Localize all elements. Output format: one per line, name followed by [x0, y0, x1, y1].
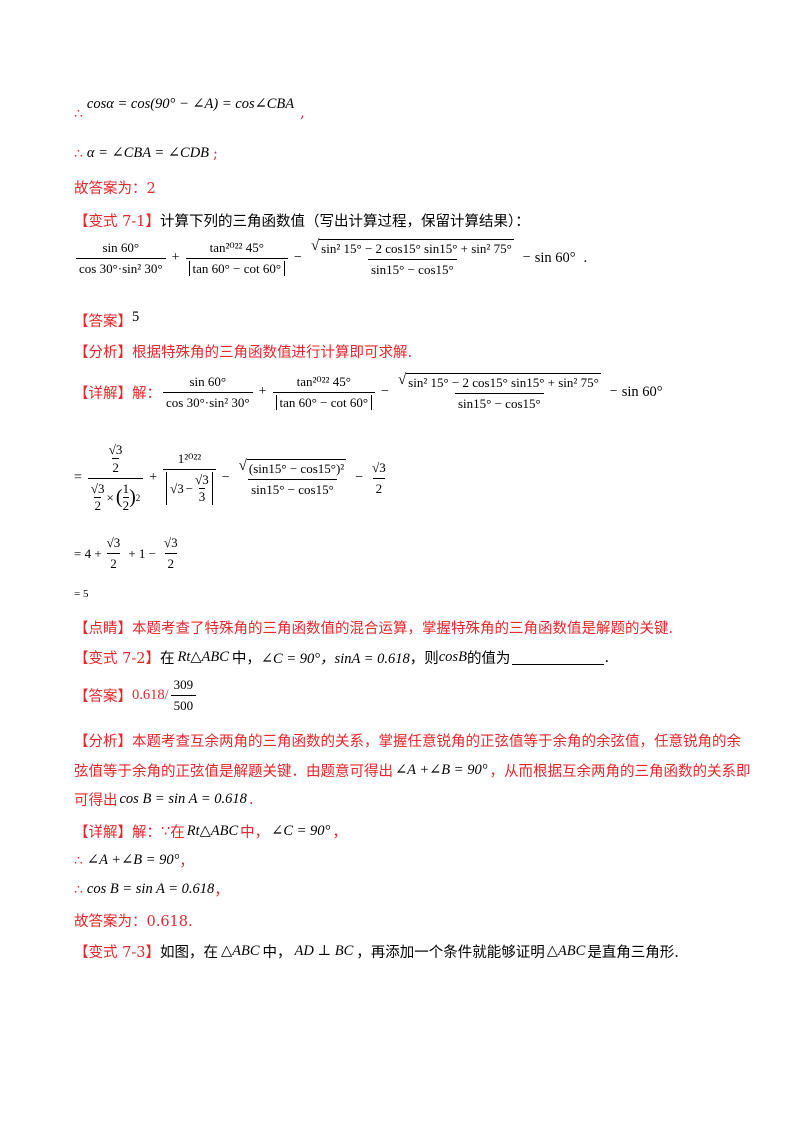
formula: cosα = cos(90° − ∠A) = cos∠CBA	[86, 96, 295, 112]
detail-7-2-line3: ∴ cos B = sin A = 0.618 ，	[74, 881, 229, 899]
answer-value: 0.618/	[132, 687, 169, 703]
answer-value: 5	[132, 309, 140, 325]
analysis-tag: 【分析】	[74, 345, 132, 361]
analysis-7-2-line1: 【分析】 本题考查互余两角的三角函数的关系，掌握任意锐角的正弦值等于余角的余弦值…	[74, 734, 741, 750]
proof-line-alpha: ∴ α = ∠CBA = ∠CDB ;	[74, 145, 218, 162]
answer-blank	[512, 650, 605, 665]
detail-text: 解：	[132, 385, 161, 402]
punct: ,	[300, 104, 305, 121]
proof-line-cos-alpha: ∴ cosα = cos(90° − ∠A) = cos∠CBA ,	[74, 96, 305, 122]
analysis-7-1: 【分析】 根据特殊角的三角函数值进行计算即可求解.	[74, 341, 412, 362]
answer-line-7-2: 故答案为：0.618.	[74, 914, 193, 930]
fraction: tan²⁰²² 45°tan 60° − cot 60°	[185, 240, 289, 277]
question-text: 计算下列的三角函数值（写出计算过程，保留计算结果）：	[159, 214, 530, 230]
expression-7-1: sin 60°cos 30°·sin² 30° + tan²⁰²² 45°tan…	[74, 238, 587, 278]
question-tag: 【变式 7-1】	[74, 214, 160, 230]
step-3: = 5	[74, 588, 89, 600]
detail-7-2-line2: ∴ ∠A +∠B = 90° ，	[74, 852, 194, 870]
punct: .	[583, 249, 588, 266]
answer-tag: 【答案】	[74, 689, 132, 705]
formula: α = ∠CBA = ∠CDB	[86, 145, 210, 161]
comment-7-1: 【点睛】 本题考查了特殊角的三角函数值的混合运算，掌握特殊角的三角函数值是解题的…	[74, 617, 673, 638]
answer-7-1: 【答案】 5	[74, 309, 140, 331]
comment-tag: 【点睛】	[74, 621, 132, 637]
question-tag: 【变式 7-3】	[74, 945, 160, 961]
analysis-text: 根据特殊角的三角函数值进行计算即可求解.	[132, 345, 413, 361]
question-7-2: 【变式 7-2】 在 Rt△ABC 中， ∠C = 90°，sinA = 0.6…	[74, 649, 610, 667]
fraction: √sin² 15° − 2 cos15° sin15° + sin² 75°si…	[310, 238, 514, 277]
answer-line: 故答案为：2	[74, 181, 156, 197]
detail-7-1: 【详解】 解： sin 60°cos 30°·sin² 30° + tan²⁰²…	[74, 372, 663, 412]
analysis-7-2-line3: 可得出 cos B = sin A = 0.618 .	[74, 791, 254, 809]
question-tag: 【变式 7-2】	[74, 651, 160, 667]
therefore-symbol: ∴	[74, 145, 83, 162]
tail: sin 60°	[534, 249, 576, 266]
therefore-symbol: ∴	[74, 105, 83, 122]
fraction: √(sin15° − cos15°)² sin15° − cos15°	[238, 458, 347, 497]
detail-tag: 【详解】	[74, 385, 132, 402]
answer-tag: 【答案】	[74, 314, 132, 330]
question-7-1: 【变式 7-1】 计算下列的三角函数值（写出计算过程，保留计算结果）：	[74, 210, 530, 231]
punct: ;	[213, 145, 218, 162]
analysis-7-2-line2: 弦值等于余角的正弦值是解题关键．由题意可得出 ∠A +∠B = 90° ，从而根…	[74, 762, 751, 780]
fraction: sin 60°cos 30°·sin² 30°	[76, 240, 166, 277]
question-7-3: 【变式 7-3】 如图，在 △ABC 中， AD ⊥ BC ，再添加一个条件就能…	[74, 943, 679, 961]
comment-text: 本题考查了特殊角的三角函数值的混合运算，掌握特殊角的三角函数值是解题的关键.	[132, 621, 674, 637]
detail-7-2: 【详解】 解： ∵ 在 Rt△ABC 中， ∠C = 90° ，	[74, 823, 347, 841]
